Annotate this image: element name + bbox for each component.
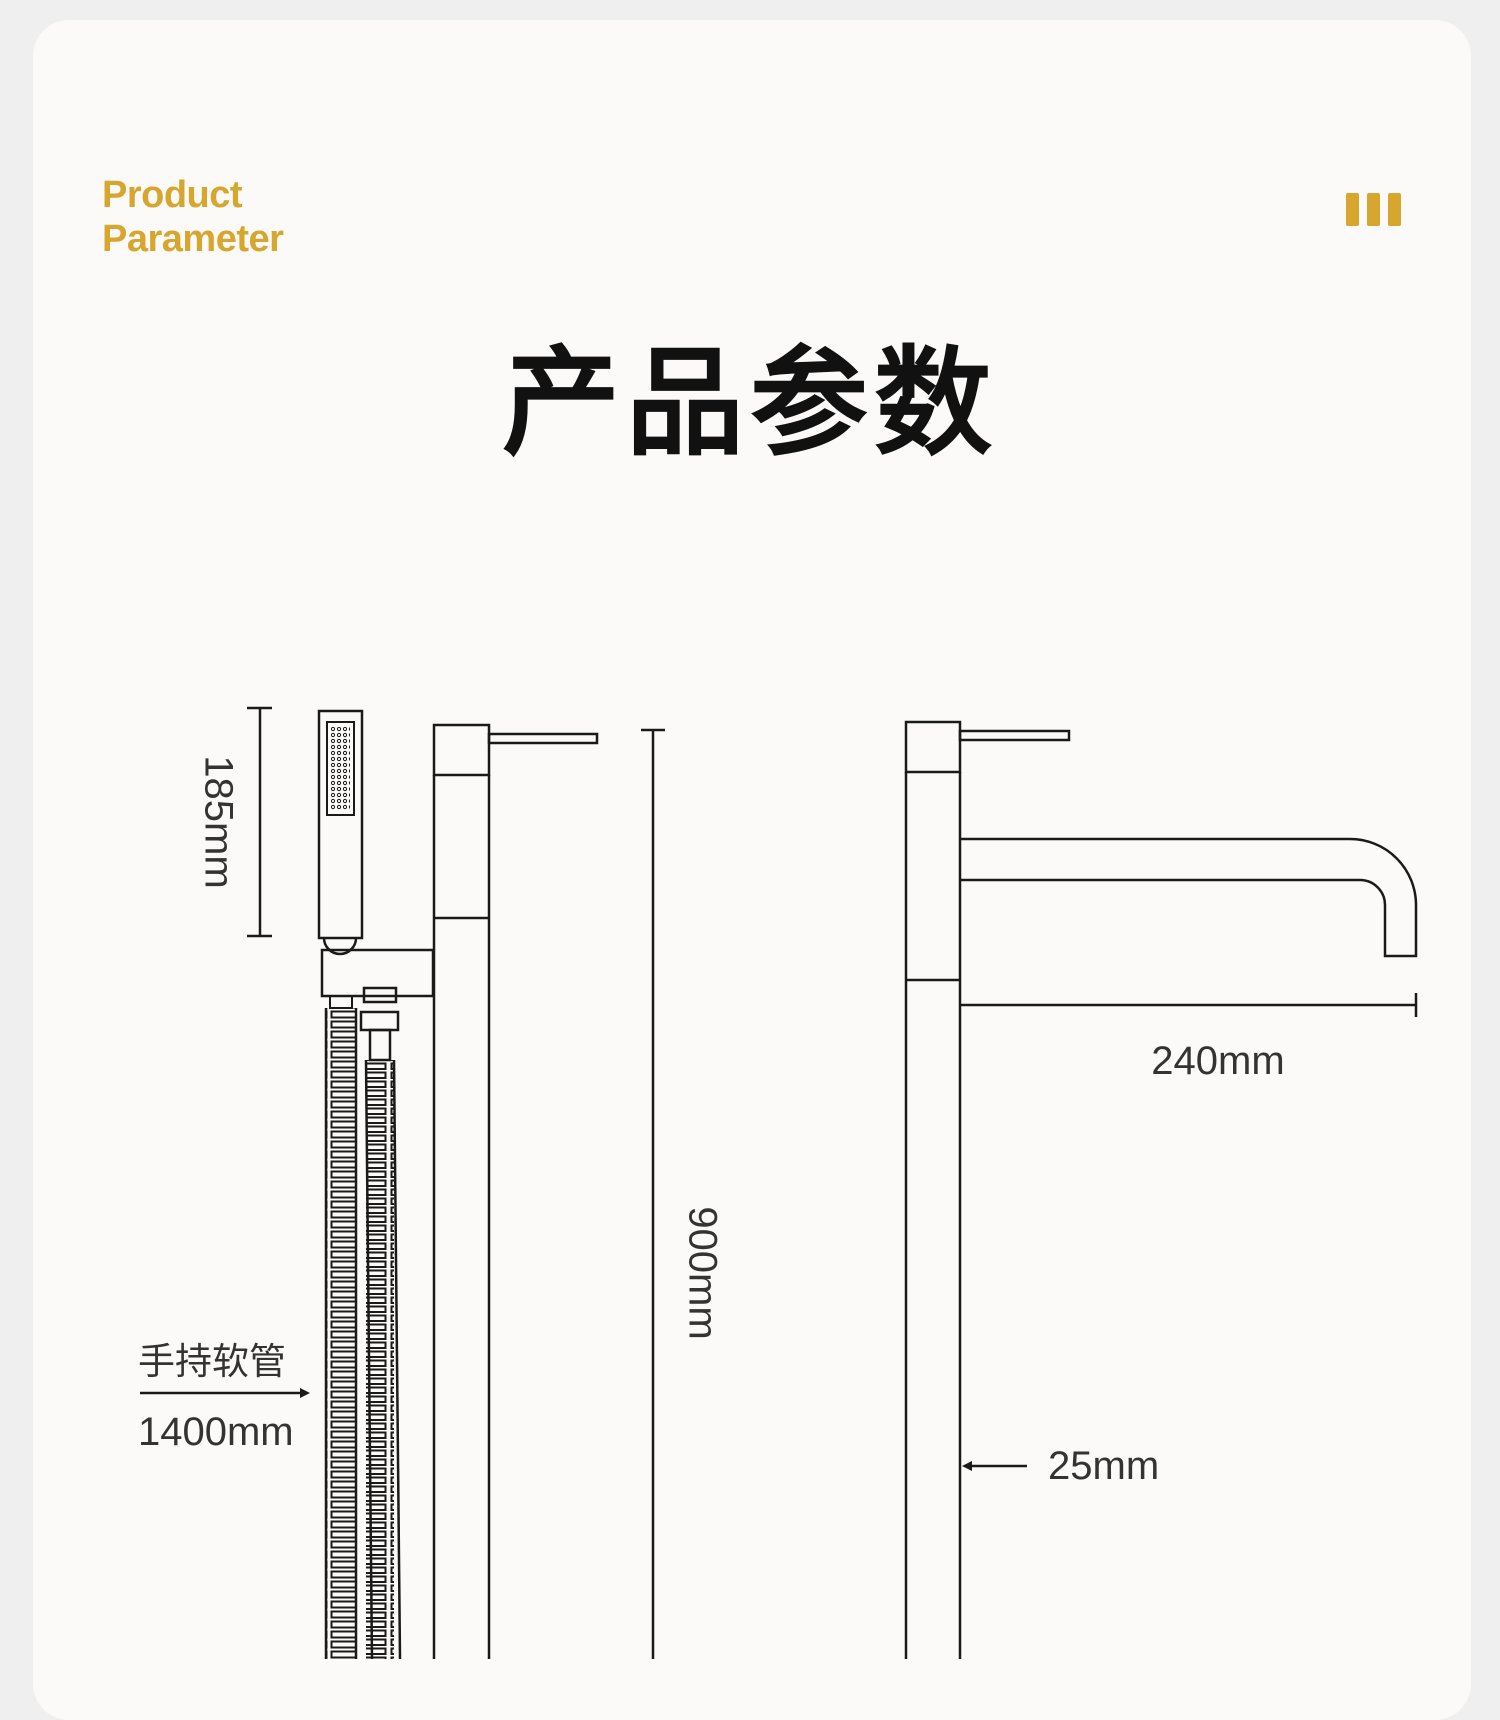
faucet-column-front bbox=[432, 723, 599, 1659]
shower-hose bbox=[324, 1008, 402, 1659]
content-card bbox=[33, 20, 1471, 1720]
pipe-diameter-label: 25mm bbox=[1048, 1444, 1159, 1488]
english-title-line2: Parameter bbox=[102, 218, 284, 260]
faucet-column-side bbox=[904, 720, 1071, 1659]
handshower-dimension-line bbox=[247, 706, 272, 938]
overall-height-dimension-line bbox=[641, 728, 665, 1659]
overall-height-label: 900mm bbox=[680, 1206, 724, 1339]
handshower-height-label: 185mm bbox=[196, 755, 240, 888]
hose-length-label: 1400mm bbox=[138, 1410, 294, 1454]
faucet-spout bbox=[960, 837, 1418, 958]
english-title-line1: Product bbox=[102, 174, 243, 216]
handshower bbox=[317, 709, 364, 956]
spout-reach-label: 240mm bbox=[1151, 1039, 1284, 1083]
pipe-diameter-arrow bbox=[962, 1461, 1027, 1471]
three-bars-icon bbox=[1346, 193, 1401, 226]
hose-label: 手持软管 bbox=[138, 1340, 286, 1383]
english-title: Product Parameter bbox=[102, 173, 284, 261]
page-title: 产品参数 bbox=[501, 334, 998, 472]
spout-reach-dimension-line bbox=[960, 993, 1418, 1017]
faucet-dimension-drawing: 185mm 900mm 手持软管 bbox=[138, 706, 1418, 1659]
hose-arrow bbox=[140, 1388, 310, 1398]
